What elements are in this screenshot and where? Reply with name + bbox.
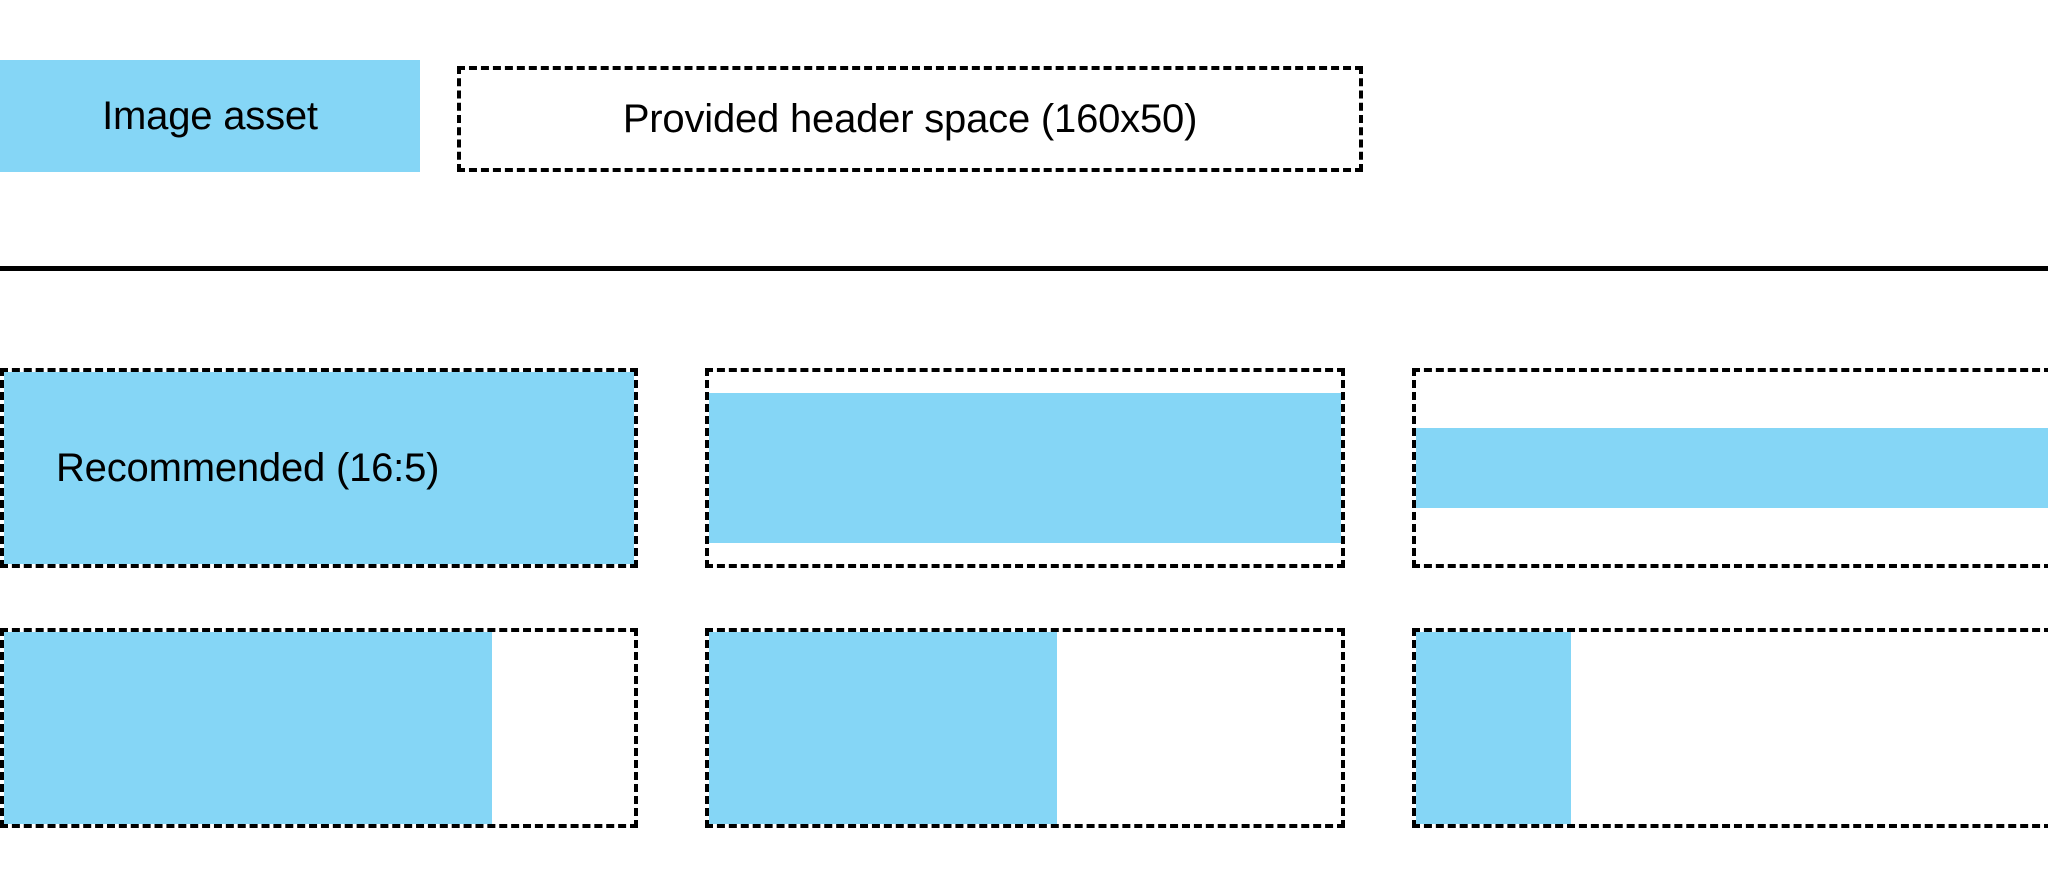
provided-header-space-box: Provided header space (160x50): [457, 66, 1363, 172]
header-legend-zone: Image asset Provided header space (160x5…: [0, 0, 2048, 271]
example-slot-row1-col2: [705, 368, 1345, 568]
asset-fill-full: [4, 372, 634, 564]
example-slot-row2-col3: [1412, 628, 2048, 828]
asset-fill-width-31: [1416, 632, 1571, 824]
asset-fill-inset-vertical: [709, 393, 1341, 543]
recommended-ratio-label: Recommended (16:5): [56, 446, 440, 490]
example-slot-row1-col3: [1412, 368, 2048, 568]
image-asset-label: Image asset: [102, 94, 318, 138]
asset-fill-width-55: [709, 632, 1057, 824]
asset-fill-width-77: [4, 632, 493, 824]
example-slot-row2-col2: [705, 628, 1345, 828]
section-divider: [0, 266, 2048, 271]
example-grid: Recommended (16:5): [0, 268, 2048, 896]
asset-fill-band: [1416, 427, 2048, 509]
provided-header-space-label: Provided header space (160x50): [622, 97, 1198, 141]
example-slot-row2-col1: [0, 628, 638, 828]
image-asset-swatch: Image asset: [0, 60, 420, 172]
example-slot-row1-col1: Recommended (16:5): [0, 368, 638, 568]
